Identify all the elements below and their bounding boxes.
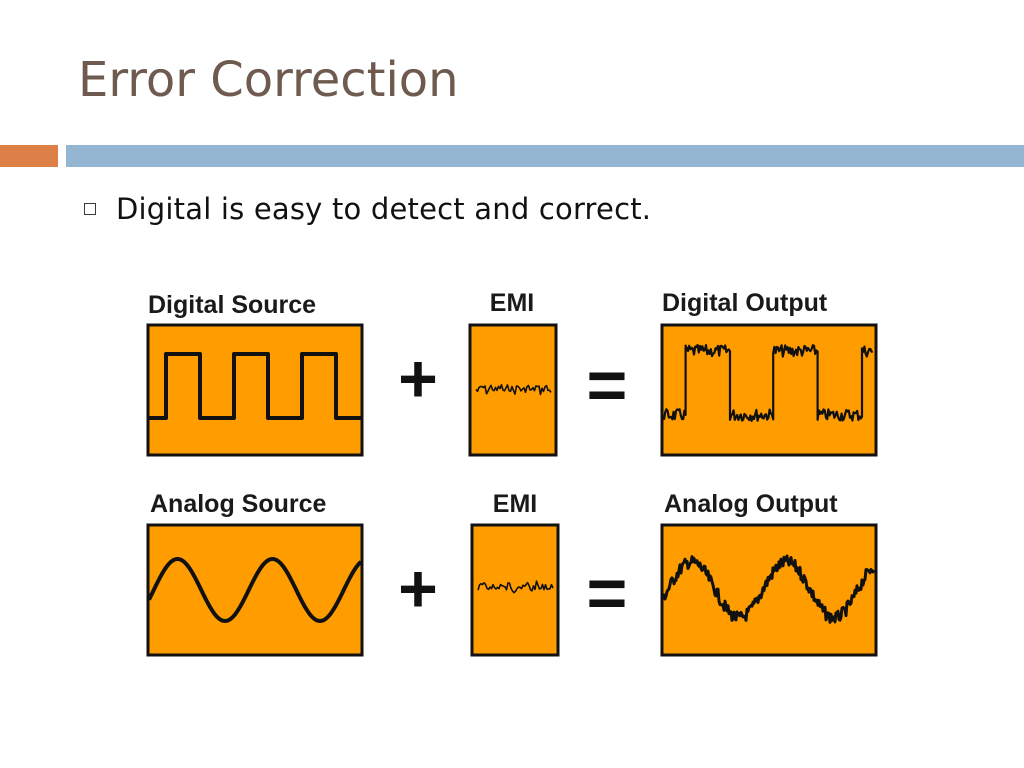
bullet-text: Digital is easy to detect and correct.	[116, 192, 652, 226]
noisy-sine-wave	[661, 554, 876, 624]
plus-symbol: +	[398, 341, 438, 417]
noise-wave	[475, 384, 552, 396]
bullet-item: Digital is easy to detect and correct.	[80, 186, 651, 232]
emi-panel-digital	[468, 323, 558, 457]
noisy-square-wave	[662, 343, 873, 422]
equals-symbol: =	[587, 554, 628, 632]
emi-label: EMI	[493, 490, 537, 518]
panel-box	[660, 323, 878, 457]
analog-output-panel	[660, 523, 878, 657]
emi-panel-analog	[470, 523, 560, 657]
analog-source-label: Analog Source	[150, 490, 327, 518]
accent-bar-blue	[66, 145, 1024, 167]
digital-output-label: Digital Output	[662, 289, 828, 317]
plus-symbol: +	[398, 551, 438, 627]
digital-output-panel	[660, 323, 878, 457]
panel-box	[146, 523, 364, 657]
analog-source-panel	[146, 523, 364, 657]
digital-source-panel	[146, 323, 364, 457]
panel-box	[470, 523, 560, 657]
square-wave	[149, 352, 361, 420]
sine-wave	[147, 557, 363, 623]
slide-title: Error Correction	[78, 52, 459, 108]
digital-source-label: Digital Source	[148, 291, 316, 319]
emi-label: EMI	[490, 289, 534, 317]
equals-symbol: =	[587, 346, 628, 424]
square-bullet-icon	[84, 203, 96, 215]
panel-box	[660, 523, 878, 657]
analog-output-label: Analog Output	[664, 490, 838, 518]
panel-box	[146, 323, 364, 457]
accent-bar-orange	[0, 145, 58, 167]
noise-wave	[477, 580, 554, 594]
